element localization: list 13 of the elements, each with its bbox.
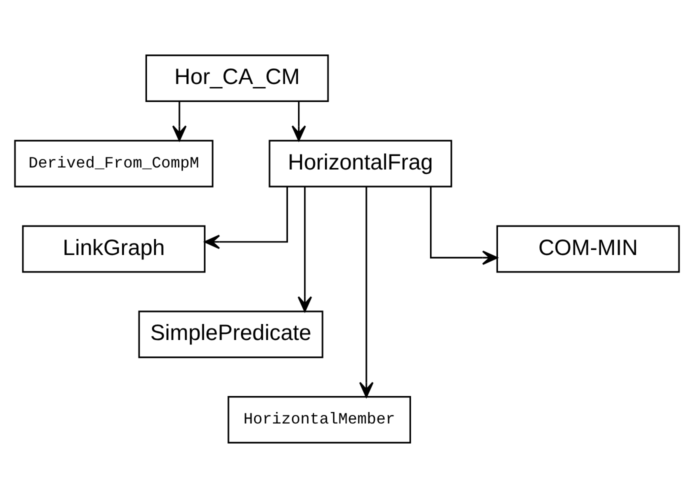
- arrow: [204, 186, 288, 250]
- arrow: [292, 102, 306, 142]
- node-box: COM-MIN: [496, 225, 680, 273]
- arrow: [430, 186, 498, 265]
- node-box: LinkGraph: [22, 225, 206, 273]
- node-box: HorizontalFrag: [268, 140, 452, 188]
- arrow: [359, 186, 374, 398]
- node-box: Hor_CA_CM: [145, 54, 329, 102]
- arrow: [298, 186, 312, 312]
- arrow: [172, 102, 187, 142]
- node-box: HorizontalMember: [228, 396, 412, 444]
- node-box: Derived_From_CompM: [14, 140, 214, 188]
- node-box: SimplePredicate: [138, 310, 324, 358]
